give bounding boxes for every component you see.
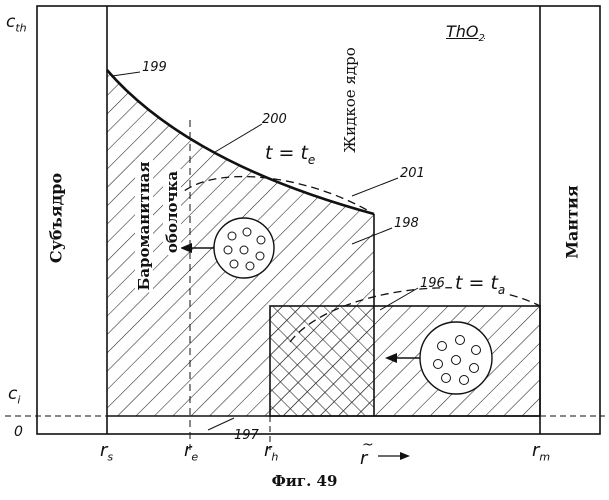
leader-200 bbox=[215, 124, 262, 152]
x-axis-label: ~ r bbox=[360, 440, 374, 468]
particle-circle-mantle bbox=[420, 322, 492, 394]
ref-196: 196 bbox=[420, 276, 445, 291]
mantle-label: Мантия bbox=[563, 185, 582, 258]
x-axis-arrow bbox=[378, 452, 410, 460]
baromagnetic-shell-label-1: Бароманитная bbox=[135, 160, 153, 293]
liquid-core-label: Жидкое ядро bbox=[341, 47, 359, 152]
leader-201 bbox=[352, 178, 398, 196]
time-label-ta: t = ta bbox=[452, 272, 508, 297]
ci-label: ci bbox=[8, 384, 20, 406]
leader-199 bbox=[112, 72, 140, 76]
material-label: ThO2 bbox=[446, 22, 485, 44]
tick-re: re bbox=[184, 440, 198, 464]
ref-200: 200 bbox=[262, 112, 287, 127]
subcore-label: Субъядро bbox=[47, 173, 66, 263]
time-label-te: t = te bbox=[262, 142, 318, 167]
figure-caption: Фиг. 49 bbox=[0, 472, 609, 490]
tick-rm: rm bbox=[532, 440, 550, 464]
ref-197: 197 bbox=[234, 428, 259, 443]
crosshatched-overlap-region bbox=[270, 306, 374, 416]
tick-rs: rs bbox=[100, 440, 113, 464]
leader-197 bbox=[208, 418, 234, 430]
ref-201: 201 bbox=[400, 166, 425, 181]
ref-199: 199 bbox=[142, 60, 167, 75]
tick-rh: rh bbox=[264, 440, 278, 464]
baromagnetic-shell-label-2: оболочка bbox=[163, 169, 181, 255]
ref-198: 198 bbox=[394, 216, 419, 231]
particle-circle-core bbox=[214, 218, 274, 278]
y-axis-label: cth bbox=[6, 12, 27, 34]
origin-label: 0 bbox=[14, 424, 23, 440]
